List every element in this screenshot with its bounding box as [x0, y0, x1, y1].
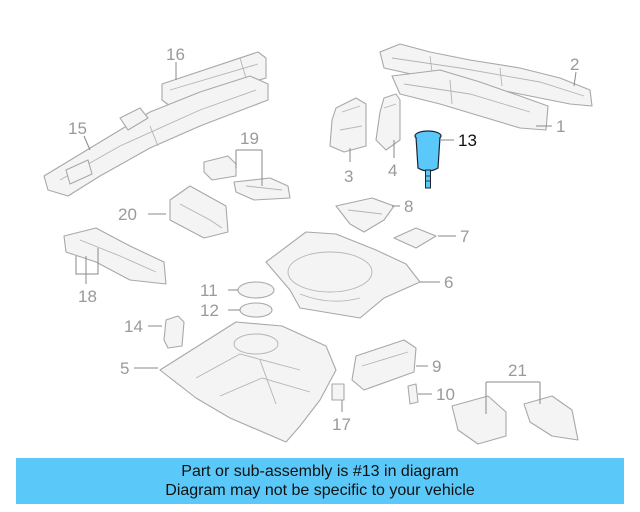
- part-6-wheel-well[interactable]: [265, 231, 421, 319]
- callout-10: 10: [436, 385, 455, 404]
- callout-3: 3: [344, 167, 353, 186]
- callout-21: 21: [508, 361, 527, 380]
- part-18-side-bracket[interactable]: [63, 227, 167, 285]
- part-9-rail-section[interactable]: [351, 339, 417, 391]
- callout-11: 11: [200, 281, 218, 300]
- part-1-crossmember-lower[interactable]: [391, 69, 549, 131]
- part-12-ring[interactable]: [239, 302, 273, 318]
- banner-line-1: Part or sub-assembly is #13 in diagram: [181, 463, 459, 480]
- part-20-bracket[interactable]: [169, 185, 229, 239]
- part-3-bracket[interactable]: [329, 97, 367, 153]
- callout-13: 13: [458, 131, 477, 150]
- part-7-plate[interactable]: [393, 227, 437, 249]
- callout-9: 9: [432, 357, 441, 376]
- part-5-floor-pan[interactable]: [159, 321, 337, 443]
- part-16-rail[interactable]: [161, 51, 267, 107]
- callout-12: 12: [200, 301, 219, 320]
- callout-20: 20: [118, 205, 137, 224]
- part-4-bracket[interactable]: [375, 93, 401, 151]
- callout-4: 4: [388, 161, 397, 180]
- callout-7: 7: [460, 227, 469, 246]
- callout-5: 5: [120, 359, 129, 378]
- callout-16: 16: [166, 45, 185, 64]
- callout-6: 6: [444, 273, 453, 292]
- part-10-small-bracket[interactable]: [407, 383, 419, 405]
- part-14-clip[interactable]: [163, 315, 185, 349]
- part-8-gusset[interactable]: [335, 197, 395, 233]
- part-15-side-rail[interactable]: [43, 75, 269, 197]
- callout-8: 8: [404, 197, 413, 216]
- banner-line-2: Diagram may not be specific to your vehi…: [165, 482, 475, 499]
- part-13-highlighted[interactable]: [414, 130, 442, 189]
- leader-lines: [75, 62, 577, 414]
- callout-18: 18: [78, 287, 97, 306]
- callout-1: 1: [556, 117, 565, 136]
- callout-labels: 1 2 3 4 5 6 7 8 9 10 11 12 13 14 15 16 1…: [68, 45, 579, 434]
- part-11-ring[interactable]: [237, 281, 275, 299]
- callout-2: 2: [570, 55, 579, 74]
- callout-19: 19: [240, 129, 259, 148]
- info-banner: Part or sub-assembly is #13 in diagram D…: [16, 458, 624, 504]
- part-17-plate[interactable]: [331, 383, 345, 401]
- part-21-covers[interactable]: [451, 395, 579, 445]
- part-19-brackets[interactable]: [203, 155, 291, 201]
- callout-14: 14: [124, 317, 143, 336]
- callout-15: 15: [68, 119, 87, 138]
- callout-17: 17: [332, 415, 351, 434]
